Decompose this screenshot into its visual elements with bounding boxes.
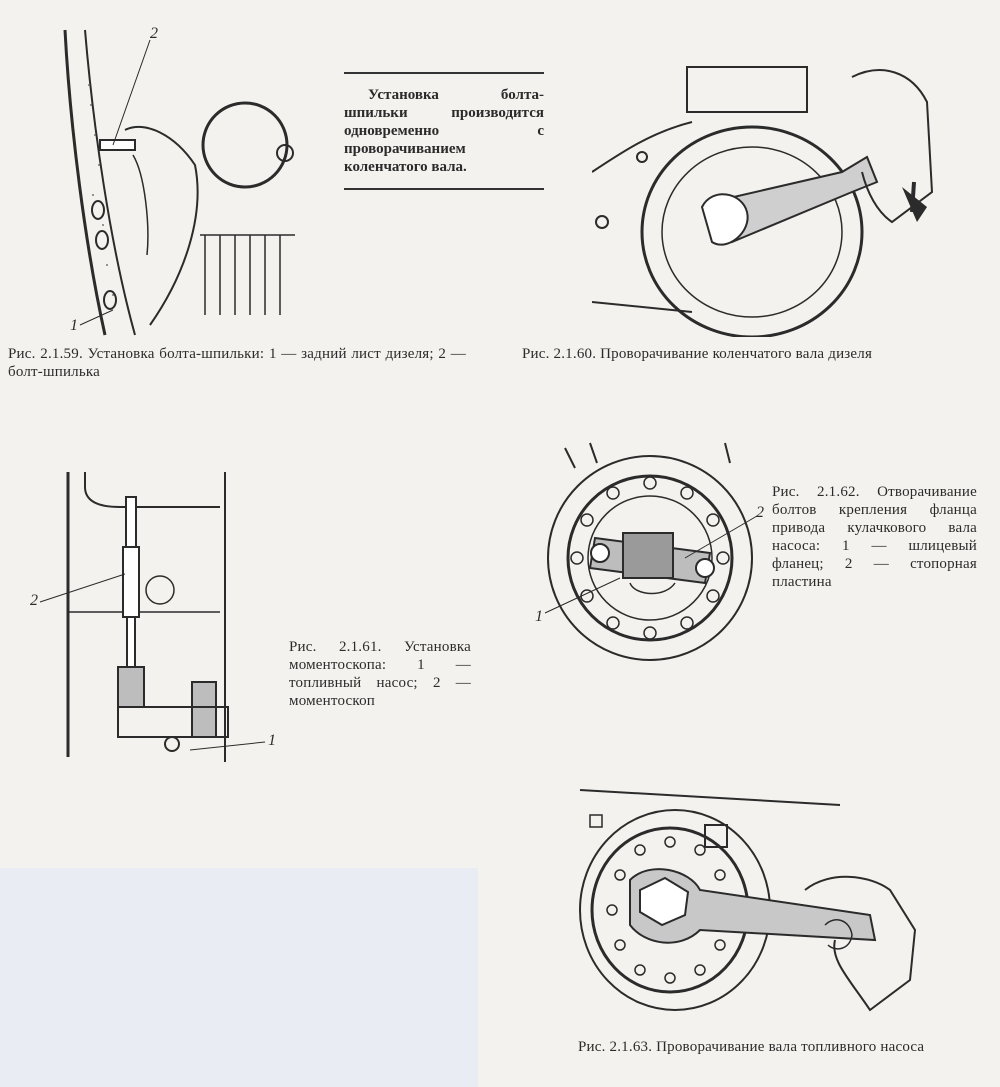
blank-area [0, 868, 478, 1087]
callout-2: 2 [756, 504, 764, 521]
figure-2-1-60 [592, 62, 937, 337]
callout-1: 1 [70, 317, 78, 334]
figure-2-1-62: 2 1 [535, 438, 765, 668]
caption-2-1-63: Рис. 2.1.63. Проворачивание вала топливн… [578, 1039, 925, 1055]
figure-2-1-61: 2 1 [30, 462, 280, 767]
bolt-installation-illustration [63, 29, 295, 336]
figure-2-1-59: 2 1 [55, 25, 305, 340]
callout-1: 1 [535, 608, 543, 625]
callout-2: 2 [30, 592, 38, 609]
paper-middle [0, 410, 1000, 868]
caption-2-1-60: Рис. 2.1.60. Проворачивание коленчатого … [522, 346, 873, 362]
fuel-pump-shaft-turning-illustration [579, 789, 917, 1012]
paper-top [0, 0, 1000, 410]
crankshaft-turning-illustration [592, 66, 934, 337]
momentoscope-illustration [39, 472, 266, 762]
callout-1: 1 [268, 732, 276, 749]
caption-2-1-61: Рис. 2.1.61. Установка моментоскопа: 1 —… [289, 639, 471, 709]
callout-2: 2 [150, 25, 158, 42]
caption-2-1-62: Рис. 2.1.62. Отворачивание болтов крепле… [772, 484, 977, 590]
note-text: Установка болта-шпильки производится одн… [344, 87, 544, 175]
note-box: Установка болта-шпильки производится одн… [344, 72, 544, 190]
figure-2-1-63 [570, 780, 920, 1030]
pump-flange-illustration [544, 442, 758, 661]
caption-2-1-59: Рис. 2.1.59. Установка болта-шпильки: 1 … [8, 346, 466, 380]
